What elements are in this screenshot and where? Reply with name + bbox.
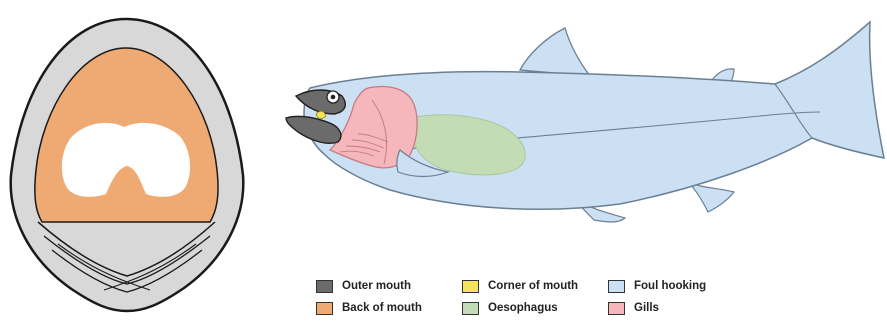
legend-swatch xyxy=(462,302,479,315)
legend-item-corner-of-mouth: Corner of mouth xyxy=(462,277,578,295)
fish-side-view xyxy=(286,22,884,222)
legend-label: Outer mouth xyxy=(342,280,411,292)
legend-swatch xyxy=(608,280,625,293)
fish-pupil xyxy=(331,95,336,100)
legend-item-oesophagus: Oesophagus xyxy=(462,299,558,317)
legend-label: Corner of mouth xyxy=(488,280,578,292)
legend-swatch xyxy=(316,280,333,293)
legend-item-foul-hooking: Foul hooking xyxy=(608,277,706,295)
legend-item-back-of-mouth: Back of mouth xyxy=(316,299,422,317)
legend-label: Foul hooking xyxy=(634,280,706,292)
legend-item-outer-mouth: Outer mouth xyxy=(316,277,411,295)
dorsal-fin xyxy=(520,28,590,76)
anal-fin xyxy=(688,182,734,212)
legend-swatch xyxy=(462,280,479,293)
legend: Outer mouth Corner of mouth Foul hooking… xyxy=(316,275,876,319)
legend-label: Back of mouth xyxy=(342,302,422,314)
legend-swatch xyxy=(316,302,333,315)
legend-item-gills: Gills xyxy=(608,299,659,317)
legend-label: Gills xyxy=(634,302,659,314)
legend-label: Oesophagus xyxy=(488,302,558,314)
mouth-front-view xyxy=(11,19,244,311)
legend-swatch xyxy=(608,302,625,315)
